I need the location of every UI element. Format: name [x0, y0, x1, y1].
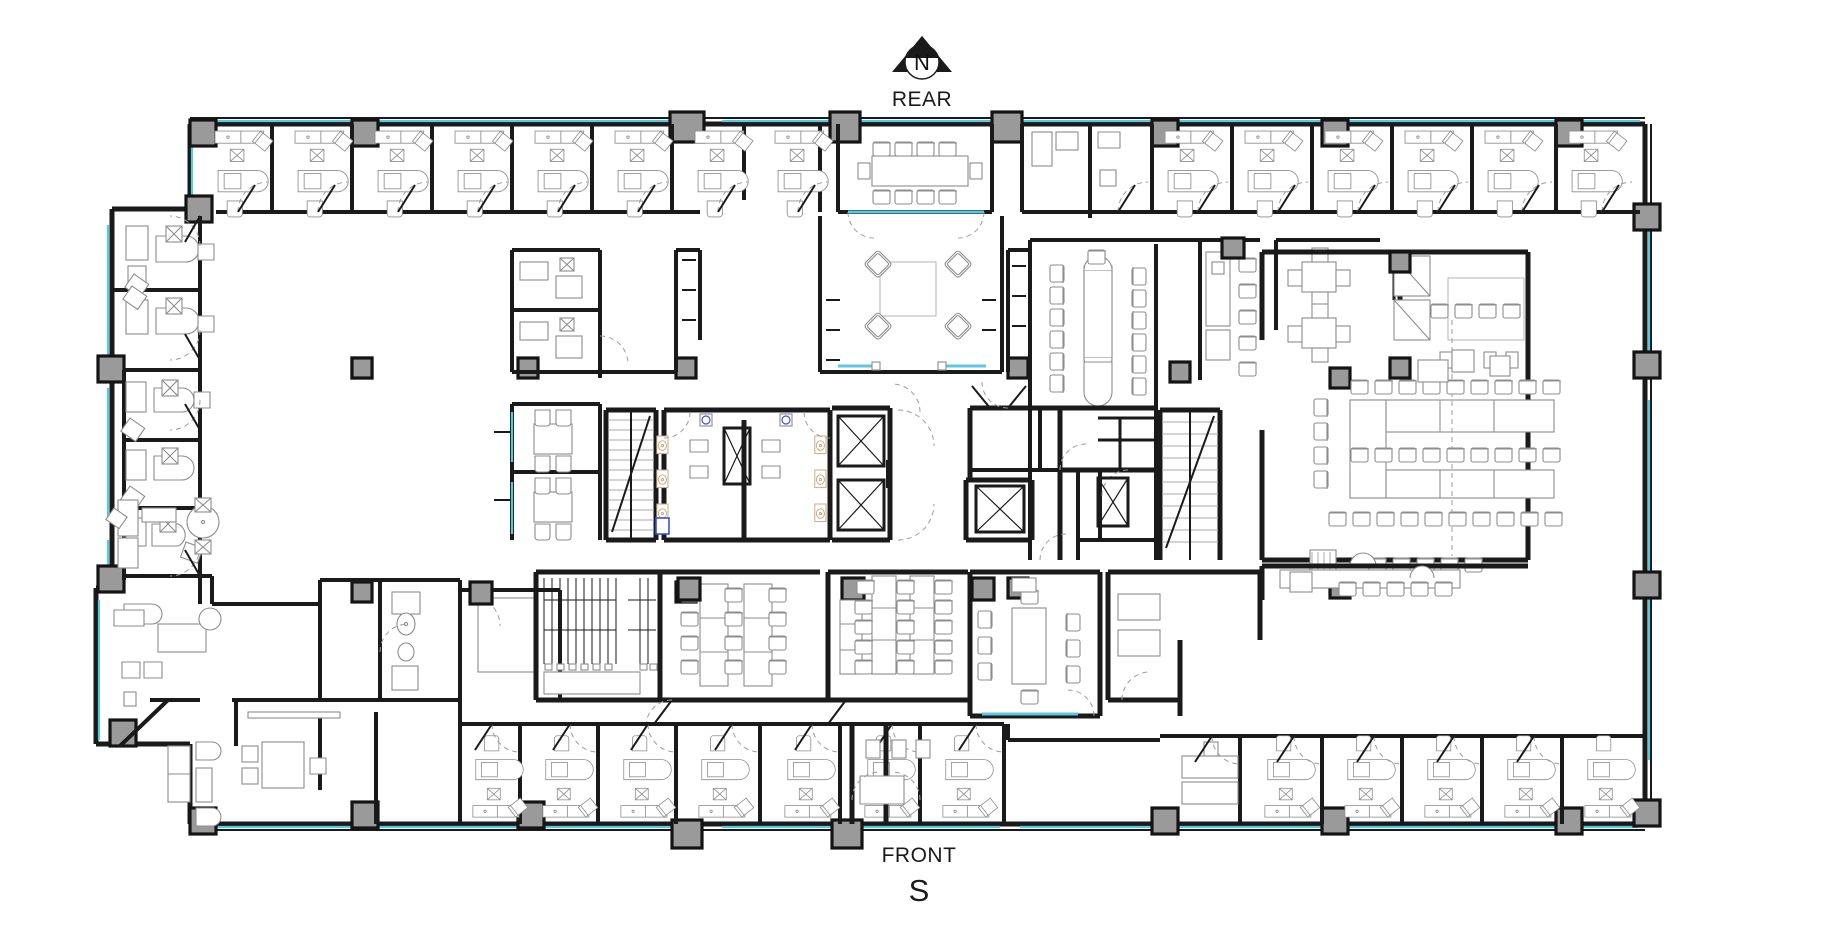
zone-center-lounge [818, 216, 1004, 374]
north-arrow [892, 36, 952, 80]
rear-label: REAR [892, 88, 952, 111]
zone-east-service [1262, 250, 1511, 383]
zone-east-boardroom [1028, 236, 1260, 560]
zone-sw-service [320, 578, 562, 700]
zone-bottom-offices [460, 722, 1645, 824]
zone-east-coffee-bar [1259, 563, 1528, 600]
zone-west-offices [112, 215, 215, 580]
core-stairs-east [1157, 407, 1223, 560]
zone-top-offices-left [214, 124, 834, 218]
front-label: FRONT [882, 844, 957, 867]
north-letter: N [914, 50, 930, 75]
zone-east-cafe [1274, 238, 1380, 363]
zone-south-classroom [825, 569, 968, 725]
zone-south-conference [967, 569, 1103, 719]
misc-annotations [350, 356, 670, 535]
zone-sw-executive [167, 698, 462, 827]
building-envelope [93, 117, 1652, 831]
south-label: S [909, 873, 930, 908]
zone-east-training [1259, 249, 1564, 573]
zone-top-conference [836, 124, 994, 239]
zone-center-west-meeting [494, 248, 676, 541]
zone-core-east-offices [967, 381, 1156, 561]
zone-storage-racks [533, 569, 660, 703]
zone-south-open-office [645, 569, 828, 727]
zone-front-entry [849, 724, 931, 824]
zone-core-midcorridor [674, 248, 1030, 372]
zone-top-offices-right [1020, 124, 1640, 218]
